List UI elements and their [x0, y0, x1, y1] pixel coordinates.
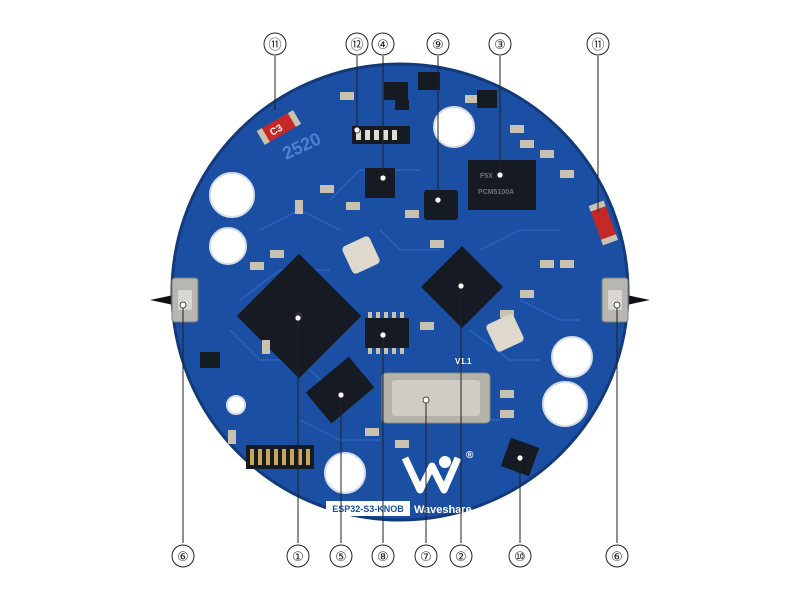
encoder-chip [365, 312, 409, 354]
callout-6-left: ⑥ [171, 544, 195, 568]
callout-label: ⑪ [268, 38, 281, 53]
callout-1: ① [286, 544, 310, 568]
callout-10: ⑩ [508, 544, 532, 568]
callout-label: ⑤ [335, 550, 347, 565]
callout-label: ⑧ [377, 550, 389, 565]
callout-label: ⑫ [350, 38, 363, 53]
callout-label: ⑨ [432, 38, 444, 53]
callout-label: ⑥ [177, 550, 189, 565]
callout-8: ⑧ [371, 544, 395, 568]
callout-7: ⑦ [414, 544, 438, 568]
usb-c-connector [381, 372, 491, 424]
dac-chip: F5X PCM5100A [468, 160, 536, 210]
leader-lines [182, 56, 618, 543]
callout-11-left: ⑪ [263, 32, 287, 56]
callout-3: ③ [488, 32, 512, 56]
callout-5: ⑤ [329, 544, 353, 568]
callout-6-right: ⑥ [605, 544, 629, 568]
amp-chip-4 [365, 168, 395, 198]
callout-label: ⑪ [591, 38, 604, 53]
callout-label: ③ [494, 38, 506, 53]
mounting-holes [209, 106, 593, 494]
callout-label: ⑦ [420, 550, 432, 565]
flash-chip [305, 356, 375, 424]
callout-9: ⑨ [426, 32, 450, 56]
waveshare-logo: ® [401, 450, 474, 494]
small-ics [384, 72, 497, 110]
capacitor-c3-left: C3 [256, 110, 302, 145]
callout-label: ② [455, 550, 467, 565]
dac-chip-marking: PCM5100A [478, 189, 514, 196]
fpc-connector [246, 445, 314, 469]
version-label: V1.1 [455, 357, 472, 366]
right-side-button [601, 277, 629, 323]
brand-label: Waveshare [414, 504, 472, 516]
left-side-button [171, 277, 199, 323]
callout-label: ⑥ [611, 550, 623, 565]
chip-9 [424, 190, 458, 220]
header-connector-12 [352, 126, 410, 144]
capacitor-c3-right [588, 200, 619, 246]
model-label: ESP32-S3-KNOB [332, 504, 404, 514]
callout-label: ① [292, 550, 304, 565]
callout-label: ⑩ [514, 550, 526, 565]
callout-2: ② [449, 544, 473, 568]
leader-dots [179, 126, 621, 462]
callout-11-right: ⑪ [586, 32, 610, 56]
dac-chip-code: F5X [480, 173, 493, 180]
registered-mark: ® [466, 450, 474, 461]
model-label-box: ESP32-S3-KNOB [326, 501, 410, 516]
callout-4: ④ [371, 32, 395, 56]
passive-components [228, 92, 574, 448]
callout-12: ⑫ [345, 32, 369, 56]
callout-label: ④ [377, 38, 389, 53]
bottom-callouts: ⑥ ① ⑤ ⑧ ⑦ ② ⑩ ⑥ [171, 544, 629, 568]
top-callouts: ⑪ ⑫ ④ ⑨ ③ ⑪ [263, 32, 610, 56]
transistor [200, 352, 220, 368]
inductors [342, 236, 524, 352]
